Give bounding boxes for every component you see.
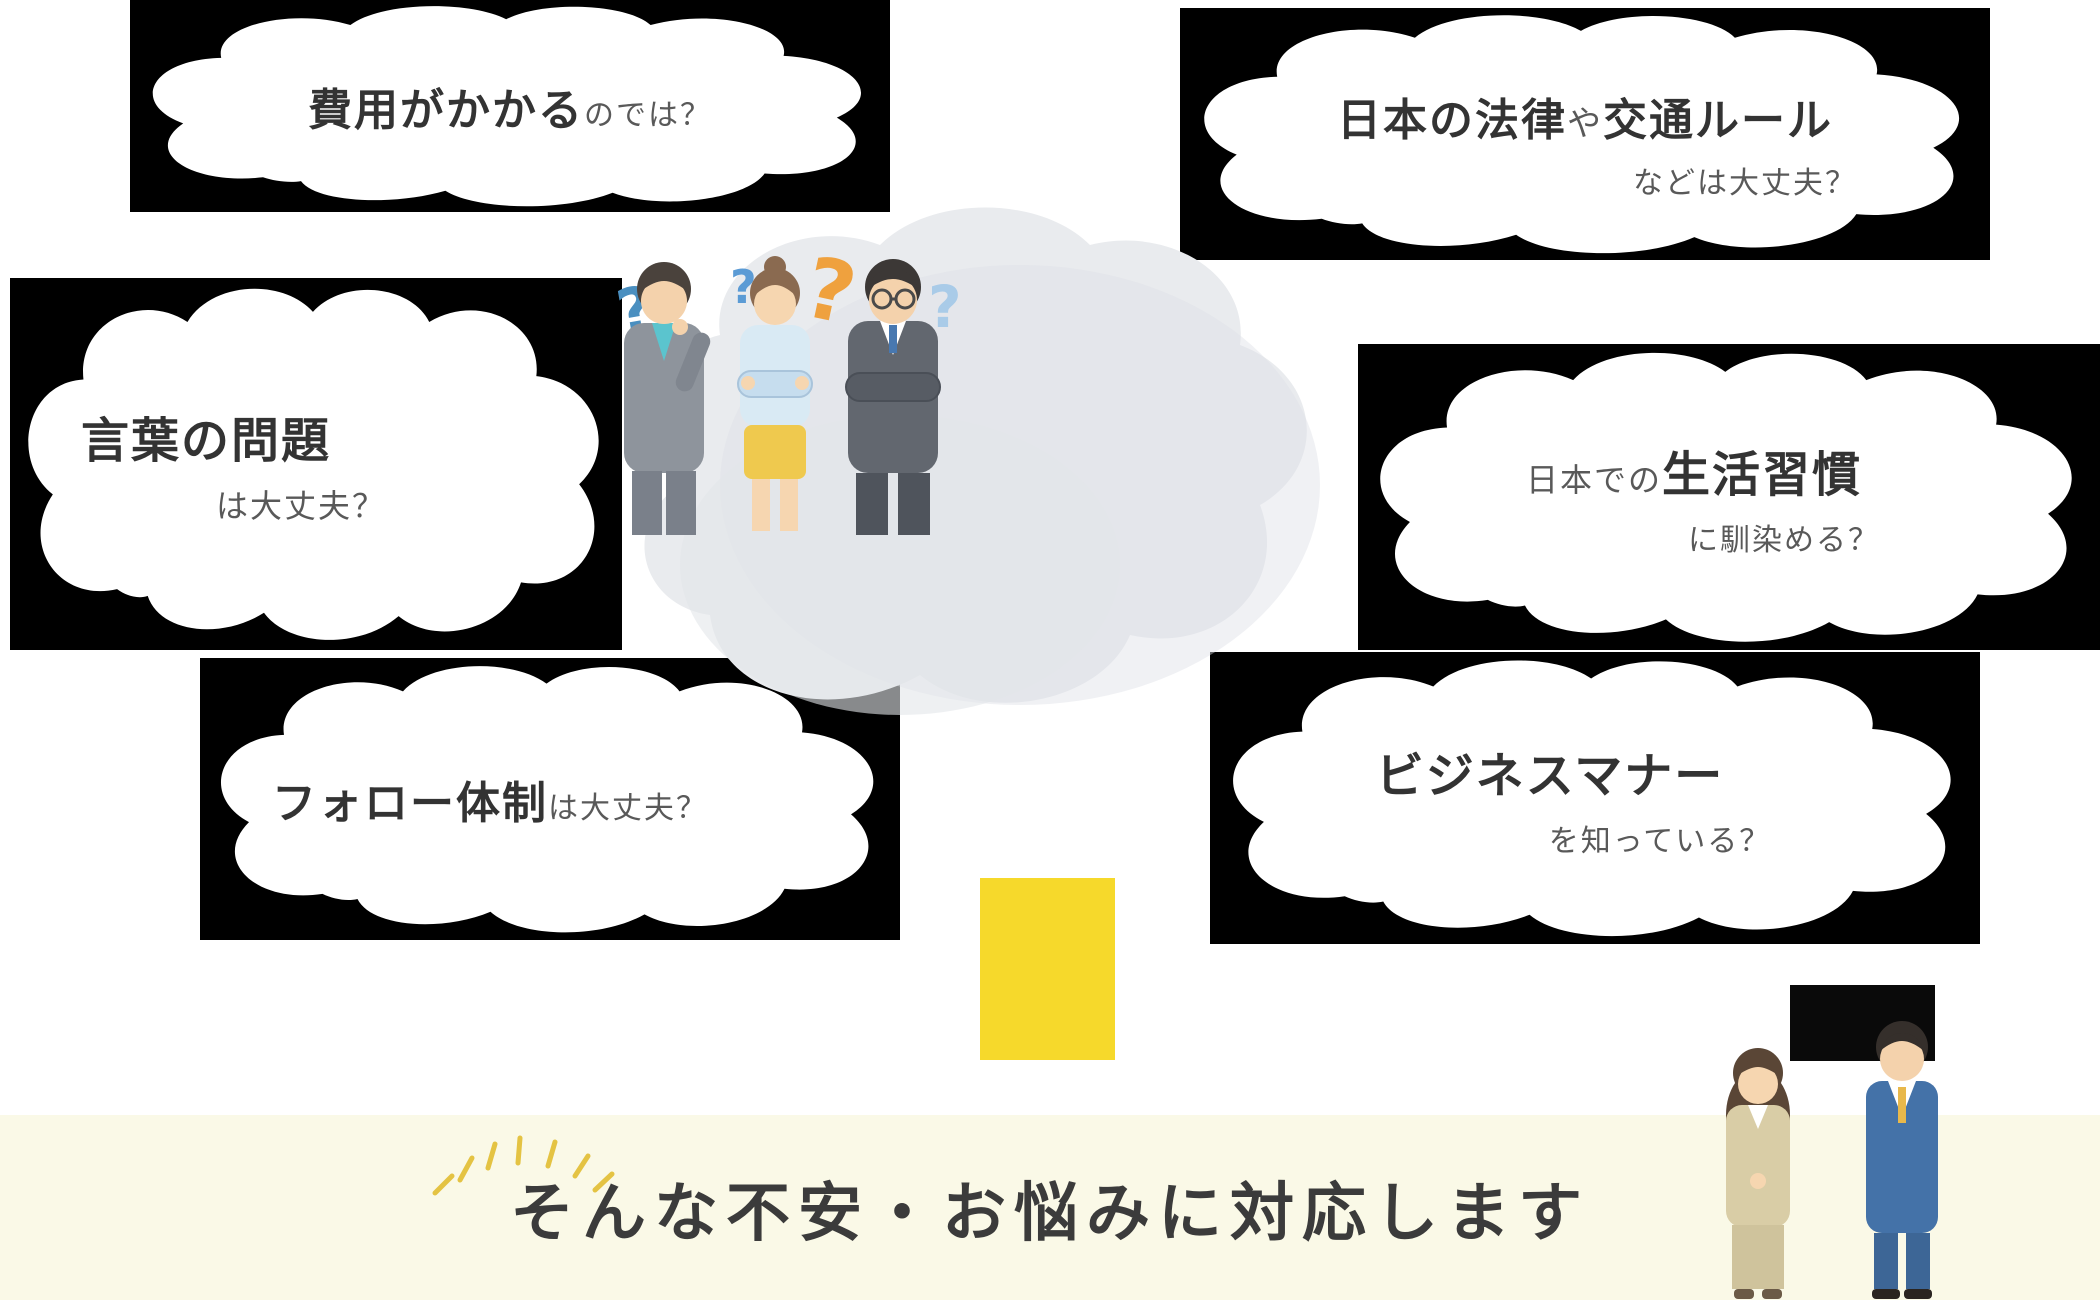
staff-woman-figure [1726,1048,1790,1299]
bubble-follow-sub-text: は大丈夫？ [548,791,708,826]
bubble-manner-main-text: ビジネスマナー [1375,748,1725,804]
bubble-language-main-text: 言葉の問題 [80,413,331,469]
worried-woman-figure [737,256,813,531]
bubble-language-sub-text: は大丈夫？ [215,487,386,525]
cloud-shape-icon [1233,660,1951,937]
bubble-cost-text: 費用がかかる のでは？ [130,0,890,212]
cloud-shape-icon [152,6,862,207]
bubble-lifestyle-main-text: 生活習慣 [1662,447,1863,503]
bubble-law-particle-text: や [1567,104,1603,144]
bubble-follow: フォロー体制 は大丈夫？ [200,658,900,940]
bubble-law: 日本の法律 や 交通ルール などは大丈夫？ [1180,8,1990,260]
bubble-language: 言葉の問題 は大丈夫？ [10,278,622,650]
bubble-law-main-a-text: 日本の法律 [1337,95,1567,146]
emphasis-rays-icon [432,1135,615,1196]
cloud-shape-icon [220,666,874,933]
worried-people-illustration: ? ? ? ? [600,185,1420,765]
bubble-lifestyle-text: 日本での 生活習慣 に馴染める？ [1358,344,2100,650]
bubble-cost-main-text: 費用がかかる [308,85,584,136]
banner-message: そんな不安・お悩みに対応します [510,1176,1590,1251]
bubble-law-text: 日本の法律 や 交通ルール などは大丈夫？ [1180,8,1990,260]
bubble-cost: 費用がかかる のでは？ [130,0,890,212]
cloud-shape-icon [1204,15,1960,254]
bubble-lifestyle-pre-text: 日本での [1525,461,1662,499]
bubble-lifestyle-sub-text: に馴染める？ [1688,523,1880,558]
staff-man-figure [1866,1021,1938,1299]
bubble-manner-text: ビジネスマナー を知っている？ [1210,652,1980,944]
down-arrow [980,878,1115,1060]
bubble-language-text: 言葉の問題 は大丈夫？ [10,278,622,650]
bubble-follow-main-text: フォロー体制 [272,778,548,829]
thinking-man-figure [624,262,711,535]
bubble-cost-sub-text: のでは？ [584,98,712,133]
bubble-law-sub-text: などは大丈夫？ [1633,166,1857,201]
cloud-shape-icon [28,288,599,640]
bubble-manner: ビジネスマナー を知っている？ [1210,652,1980,944]
bubble-lifestyle: 日本での 生活習慣 に馴染める？ [1358,344,2100,650]
bubble-law-main-b-text: 交通ルール [1603,95,1833,146]
staff-illustration [1670,975,2000,1300]
cloud-shape-icon [1380,352,2072,642]
bubble-follow-text: フォロー体制 は大丈夫？ [200,658,900,940]
bubble-manner-sub-text: を知っている？ [1548,824,1772,859]
worried-man-figure [845,259,941,535]
